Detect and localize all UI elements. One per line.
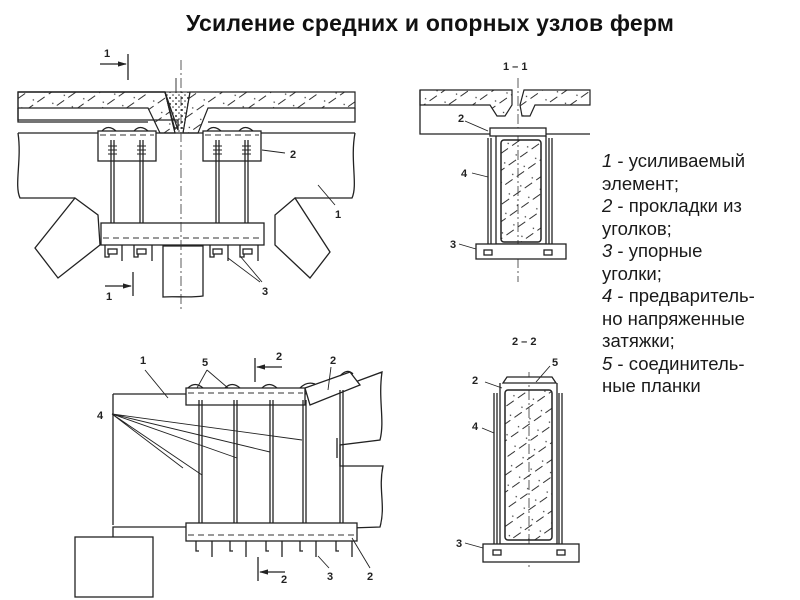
svg-text:2: 2 xyxy=(472,375,478,387)
svg-text:3: 3 xyxy=(456,538,462,550)
base-column xyxy=(74,536,154,598)
legend-number: 2 xyxy=(602,195,613,216)
svg-text:2: 2 xyxy=(458,113,464,125)
svg-text:5: 5 xyxy=(552,357,558,369)
ties-support xyxy=(198,390,344,523)
legend-line: 5 - соединитель- xyxy=(602,353,800,376)
support-element xyxy=(112,393,188,525)
legend-line: уголков; xyxy=(602,218,800,241)
svg-text:4: 4 xyxy=(461,168,468,180)
post xyxy=(162,245,204,298)
section-2-2-drawing: 2 – 2 2 5 4 3 xyxy=(456,336,580,568)
svg-text:2: 2 xyxy=(290,149,296,161)
section-mark-1-bottom: 1 xyxy=(105,272,134,303)
legend-text: уголков; xyxy=(602,217,672,239)
legend-number: 1 xyxy=(602,150,613,171)
section-1-1-drawing: 1 – 1 2 4 3 xyxy=(419,61,591,282)
legend-text: элемент; xyxy=(602,172,679,194)
legend-number: 4 xyxy=(602,285,613,306)
legend-text: ные планки xyxy=(602,375,701,396)
legend-text: - упорные xyxy=(612,240,703,261)
legend-text: уголки; xyxy=(602,262,662,284)
legend-number: 5 xyxy=(602,352,613,374)
svg-text:2: 2 xyxy=(367,571,373,583)
svg-text:2 – 2: 2 – 2 xyxy=(512,336,536,348)
svg-text:2: 2 xyxy=(330,355,336,367)
legend-line: но напряженные xyxy=(602,308,800,331)
legend-text: - усиливаемый xyxy=(612,150,746,171)
legend-line: затяжки; xyxy=(602,330,800,353)
middle-node-drawing: 1 1 2 1 3 xyxy=(17,48,356,312)
svg-text:1: 1 xyxy=(106,291,112,303)
section-core xyxy=(500,139,542,243)
svg-text:2: 2 xyxy=(276,351,282,363)
svg-text:4: 4 xyxy=(97,410,104,422)
page-title: Усиление средних и опорных узлов ферм xyxy=(185,10,675,36)
svg-text:3: 3 xyxy=(262,286,268,298)
svg-text:1: 1 xyxy=(104,48,110,60)
diagonal-right xyxy=(274,197,331,279)
slab-right-rib xyxy=(182,91,356,134)
legend-text: - соединитель- xyxy=(612,352,745,374)
legend-line: уголки; xyxy=(602,263,800,286)
legend-text: затяжки; xyxy=(602,330,675,351)
svg-text:5: 5 xyxy=(202,357,208,369)
support-node-drawing: 4 1 5 2 2 2 3 2 xyxy=(74,351,384,598)
bottom-plate xyxy=(100,222,265,246)
stops-middle xyxy=(104,245,259,261)
legend-line: 3 - упорные xyxy=(602,240,800,263)
section-core-2 xyxy=(504,389,553,541)
legend-line: элемент; xyxy=(602,173,800,196)
svg-text:1: 1 xyxy=(140,355,146,367)
legend-line: ные планки xyxy=(602,375,800,398)
legend-line: 1 - усиливаемый xyxy=(602,150,800,173)
svg-text:3: 3 xyxy=(450,239,456,251)
section-mark-1-top: 1 xyxy=(100,48,129,80)
svg-text:1 – 1: 1 – 1 xyxy=(503,61,527,73)
legend-text: - предваритель- xyxy=(612,285,755,306)
svg-text:2: 2 xyxy=(281,574,287,586)
legend-text: но напряженные xyxy=(602,307,745,329)
legend-line: 4 - предваритель- xyxy=(602,285,800,308)
svg-text:3: 3 xyxy=(327,571,333,583)
section-mark-2-bottom: 2 xyxy=(257,557,287,586)
section-mark-2-top: 2 xyxy=(254,351,282,382)
legend-text: - прокладки из xyxy=(612,195,742,216)
svg-text:4: 4 xyxy=(472,421,479,433)
legend-line: 2 - прокладки из xyxy=(602,195,800,218)
legend-number: 3 xyxy=(602,240,613,261)
svg-text:1: 1 xyxy=(335,209,341,221)
diagonal-left xyxy=(34,197,101,279)
pads-top xyxy=(97,126,262,162)
